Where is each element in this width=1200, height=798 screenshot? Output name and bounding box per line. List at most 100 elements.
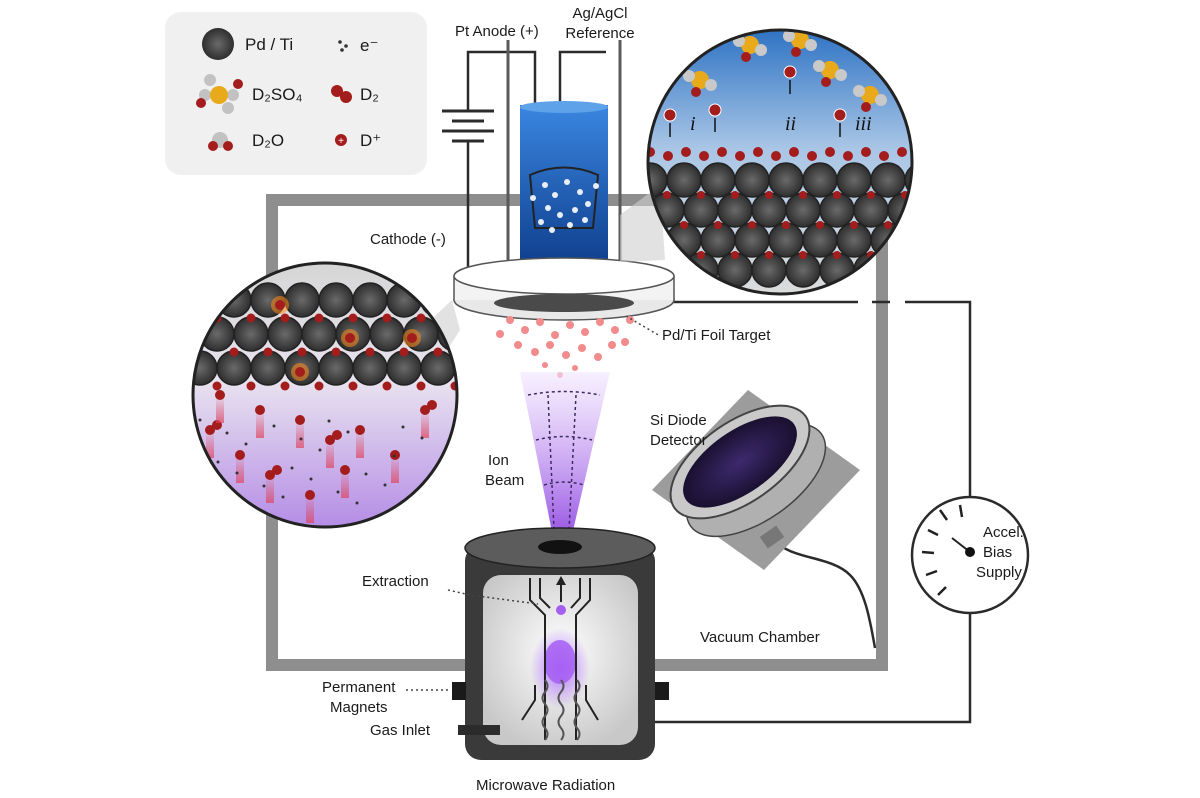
foil-target-label: Pd/Ti Foil Target: [662, 327, 771, 344]
deuterium-atom: [697, 191, 705, 199]
ag-agcl-label-1: Ag/AgCl: [572, 5, 627, 22]
deuterium-atom: [735, 151, 745, 161]
legend-electron-label: e⁻: [360, 36, 378, 55]
deuterium-atom: [315, 314, 324, 323]
deuterium-atom: [213, 382, 222, 391]
deuterium-atom: [349, 382, 358, 391]
legend-pd-ti-icon: [202, 28, 234, 60]
pd-atom: [939, 163, 973, 197]
deuterium-atom: [952, 221, 960, 229]
deuterium-atom: [681, 147, 691, 157]
step-iii-label: iii: [855, 113, 872, 135]
step-i-label: i: [690, 113, 696, 135]
pd-atom: [149, 283, 183, 317]
deuterium-atom: [901, 251, 909, 259]
extraction-label: Extraction: [362, 573, 429, 590]
pd-atom: [888, 253, 922, 287]
legend-d-plus-label: D⁺: [360, 131, 381, 150]
deuterium-atom: [843, 151, 853, 161]
cathode-label: Cathode (-): [370, 231, 446, 248]
si-diode-label-1: Si Diode: [650, 412, 707, 429]
deuterium-atom: [340, 465, 350, 475]
deuterium-atom: [717, 147, 727, 157]
deuterium-atom: [663, 151, 673, 161]
pd-atom: [166, 317, 200, 351]
pd-atom: [956, 253, 990, 287]
deuterium-atom: [833, 251, 841, 259]
accel-label-3: Supply: [976, 564, 1022, 581]
pd-atom: [922, 193, 956, 227]
pd-atom: [667, 163, 701, 197]
deuterium-atom: [935, 251, 943, 259]
deuterium-atom: [825, 147, 835, 157]
deuterium-atom: [247, 382, 256, 391]
deuterium-atom: [699, 151, 709, 161]
legend: + Pd / Ti e⁻ D₂SO₄ D₂ D₂O D⁺: [165, 12, 427, 175]
deuterium-atom: [315, 382, 324, 391]
deuterium-atom: [935, 191, 943, 199]
deuterium-atom: [915, 151, 925, 161]
pd-atom: [922, 253, 956, 287]
deuterium-atom: [807, 151, 817, 161]
battery-symbol: [442, 111, 494, 141]
ion-beam-label-2: Beam: [485, 472, 524, 489]
deuterium-atom: [850, 221, 858, 229]
deuterium-atom: [468, 348, 477, 357]
permanent-magnets-label-1: Permanent: [322, 679, 396, 696]
deuterium-atom: [434, 348, 443, 357]
deuterium-atom: [427, 400, 437, 410]
pd-atom: [701, 163, 735, 197]
deuterium-atom: [417, 314, 426, 323]
deuterium-atom: [879, 151, 889, 161]
pd-atom: [871, 163, 905, 197]
deuterium-atom: [731, 191, 739, 199]
zoom-foil-interface: [149, 263, 506, 527]
deuterium-atom: [235, 450, 245, 460]
deuterium-atom: [255, 405, 265, 415]
pd-atom: [956, 193, 990, 227]
magnet-right: [655, 682, 669, 700]
gas-inlet-label: Gas Inlet: [370, 722, 431, 739]
ion-beam-label-1: Ion: [488, 452, 509, 469]
deuterium-atom: [355, 425, 365, 435]
deuterium-atom: [765, 251, 773, 259]
deuterium-atom: [230, 348, 239, 357]
legend-d2-label: D₂: [360, 85, 379, 104]
gas-inlet-pipe: [458, 725, 500, 735]
accel-label-2: Bias: [983, 544, 1012, 561]
deuterium-atom: [799, 251, 807, 259]
deuterium-atom: [264, 348, 273, 357]
pd-atom: [803, 163, 837, 197]
ag-agcl-label-2: Reference: [565, 25, 634, 42]
deuterium-atom: [247, 314, 256, 323]
pd-atom: [353, 283, 387, 317]
deuterium-atom: [782, 221, 790, 229]
deuterium-atom: [867, 191, 875, 199]
deuterium-atom: [281, 314, 290, 323]
deuterium-atom: [281, 382, 290, 391]
deuterium-atom: [884, 221, 892, 229]
deuterium-atom: [383, 382, 392, 391]
deuterium-atom: [272, 465, 282, 475]
pd-atom: [735, 163, 769, 197]
deuterium-atom: [332, 348, 341, 357]
ion-source: [452, 528, 669, 760]
pd-atom: [149, 351, 183, 385]
electrochemical-cell: [454, 40, 674, 320]
deuterium-atom: [383, 314, 392, 323]
deuterium-atom: [295, 415, 305, 425]
pd-atom: [285, 283, 319, 317]
ion-cloud: [496, 316, 634, 378]
pd-atom: [319, 283, 353, 317]
pd-atom: [939, 223, 973, 257]
deuterium-atom: [861, 147, 871, 157]
deuterium-atom: [789, 147, 799, 157]
legend-d2o-label: D₂O: [252, 131, 284, 150]
deuterium-atom: [833, 191, 841, 199]
deuterium-atom: [799, 191, 807, 199]
permanent-magnets-label-2: Magnets: [330, 699, 388, 716]
deuterium-atom: [400, 348, 409, 357]
si-diode-label-2: Detector: [650, 432, 707, 449]
deuterium-atom: [697, 251, 705, 259]
